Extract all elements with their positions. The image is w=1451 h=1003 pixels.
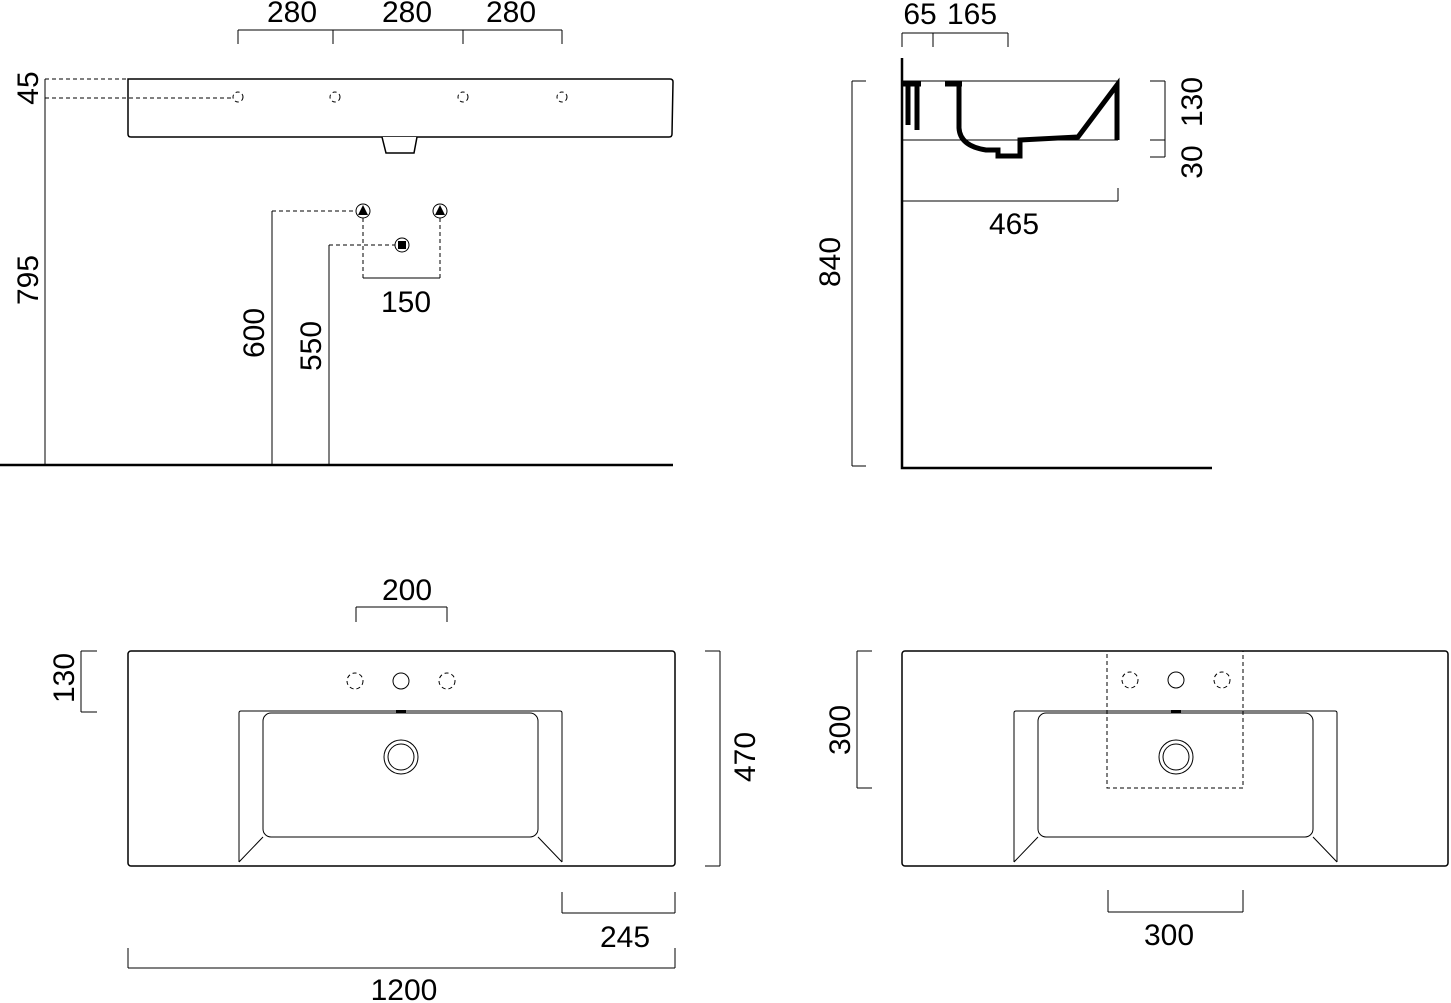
dim-label: 840 [814, 237, 847, 287]
front-view: 280 280 280 45 795 600 550 150 [0, 0, 674, 467]
dim-label: 465 [989, 208, 1039, 241]
basin-top [127, 650, 676, 867]
tap-spacing-dimension [355, 606, 448, 622]
drain-icon [1158, 739, 1194, 775]
tap-hole-optional [346, 672, 364, 690]
drain-inner [1162, 743, 1190, 771]
bowl-corners [238, 836, 563, 863]
dim-label: 45 [12, 71, 45, 104]
dim-label: 550 [295, 321, 328, 371]
drain-inner [387, 743, 415, 771]
side-margin-dimension [561, 892, 676, 914]
plan-view-cutout: 300 300 [824, 650, 1449, 952]
basin-front [127, 78, 674, 138]
cutout-area [1106, 650, 1244, 789]
hole-spacing-dimension [237, 29, 563, 44]
dim-label: 130 [48, 653, 81, 703]
dim-label: 280 [267, 0, 317, 29]
dim-label: 200 [382, 574, 432, 607]
dim-label: 280 [382, 0, 432, 29]
supply-triangle-icon [358, 205, 368, 215]
rim-dimension [1150, 80, 1166, 158]
dim-label: 30 [1176, 145, 1209, 178]
extension-lines [45, 78, 232, 99]
supply-connections [355, 203, 448, 253]
waste-square-icon [398, 241, 406, 249]
tap-hole-optional [1213, 671, 1231, 689]
tap-hole-optional [438, 672, 456, 690]
depth-dimension [902, 188, 1119, 202]
tap-hole [392, 672, 410, 690]
wall-offset-dimension [901, 32, 1009, 47]
basin-outline [902, 80, 1118, 141]
cutout-depth-dimension [856, 650, 872, 789]
dim-label: 130 [1176, 77, 1209, 127]
connection-dimensions [271, 211, 440, 465]
bowl-corners [1013, 836, 1338, 863]
supply-triangle-icon [435, 205, 445, 215]
hole-dimension [80, 650, 97, 713]
drain-outlet [381, 136, 418, 154]
tap-holes [232, 91, 568, 103]
dim-label: 300 [1144, 919, 1194, 952]
drain-icon [383, 739, 419, 775]
dim-label: 150 [381, 286, 431, 319]
dim-label: 65 [903, 0, 936, 31]
basin-top [901, 650, 1449, 867]
overflow [1171, 710, 1181, 713]
side-view: 65 165 130 30 465 840 [814, 0, 1212, 470]
tap-hole-optional [1121, 671, 1139, 689]
width-dimension [127, 948, 676, 969]
total-height-dimension [851, 80, 866, 467]
overflow [396, 710, 406, 713]
dim-label: 165 [947, 0, 997, 31]
dim-label: 300 [824, 705, 857, 755]
connection-extension-lines [272, 210, 441, 278]
dim-label: 470 [729, 732, 762, 782]
dim-label: 795 [12, 255, 45, 305]
basin-section [903, 77, 1120, 159]
wall-and-floor [900, 58, 1212, 470]
dim-label: 280 [486, 0, 536, 29]
tap-hole [1167, 671, 1185, 689]
depth-dimension [705, 650, 721, 867]
plan-view: 200 130 470 245 1200 [48, 574, 762, 1003]
dim-label: 1200 [371, 974, 438, 1003]
dim-label: 245 [600, 921, 650, 954]
dim-label: 600 [238, 308, 271, 358]
cutout-width-dimension [1107, 890, 1244, 913]
